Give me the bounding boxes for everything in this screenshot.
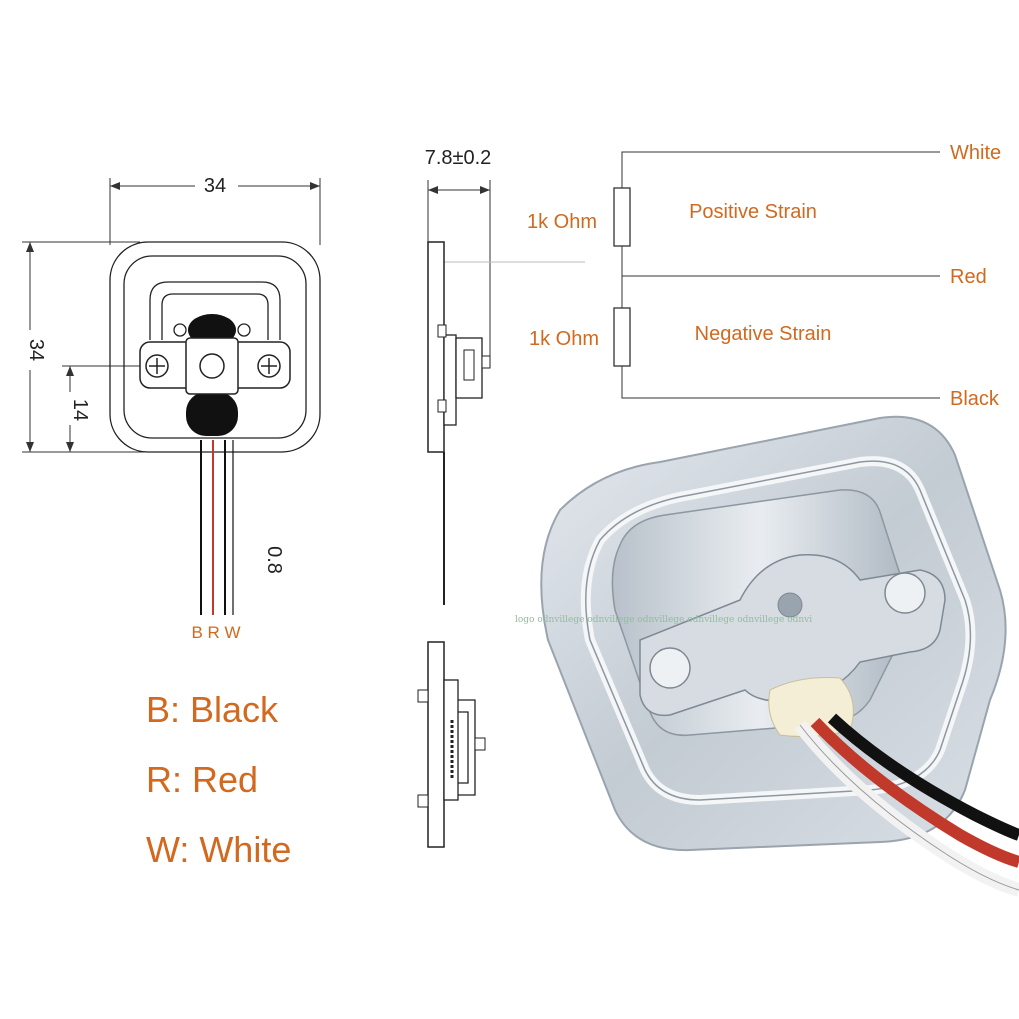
height-dimension: 34: [22, 241, 175, 453]
photo-screw-right-icon: [884, 572, 926, 614]
watermark: logo odnvillege odnvillege odnvillege od…: [515, 615, 812, 625]
load-cell-photo: logo odnvillege odnvillege odnvillege od…: [515, 415, 1019, 897]
side-plate: [427, 241, 445, 453]
height-dim-label: 34: [25, 339, 47, 361]
inner-beam: [149, 281, 281, 340]
thickness-dim-label: 7.8±0.2: [425, 147, 492, 169]
wire-red-label: Red: [950, 266, 987, 288]
offset-dim-label: 14: [69, 399, 91, 421]
screw-left-icon: [145, 354, 169, 378]
legend-red: R: Red: [146, 759, 258, 800]
positive-strain-label: Positive Strain: [689, 201, 817, 223]
resistor-bottom-label: 1k Ohm: [529, 328, 599, 350]
front-view: 34 34 14: [22, 175, 321, 642]
screw-right-icon: [257, 354, 281, 378]
legend-black: B: Black: [146, 689, 279, 730]
resistor-top: [613, 187, 631, 247]
negative-strain-label: Negative Strain: [695, 323, 832, 345]
wire-black-label: Black: [950, 388, 1000, 410]
width-dim-label: 34: [204, 175, 226, 197]
legend-white: W: White: [146, 829, 291, 870]
wires: [200, 440, 234, 615]
side-view: 7.8±0.2: [417, 147, 585, 848]
offset-dimension: 14: [62, 365, 150, 452]
wire-white-label: White: [950, 142, 1001, 164]
width-dimension: 34: [109, 175, 321, 245]
circuit: 1k Ohm 1k Ohm Positive Strain Negative S…: [527, 142, 1001, 410]
wire-letters: B R W: [191, 623, 240, 642]
photo-screw-left-icon: [649, 647, 691, 689]
gauge-bottom: [186, 392, 238, 436]
wire-legend: B: Black R: Red W: White: [146, 689, 291, 870]
outer-frame: [109, 241, 321, 453]
wire-dim-label: 0.8: [263, 546, 285, 574]
side-plate-bottom: [427, 641, 445, 848]
resistor-top-label: 1k Ohm: [527, 211, 597, 233]
resistor-bottom: [613, 307, 631, 367]
